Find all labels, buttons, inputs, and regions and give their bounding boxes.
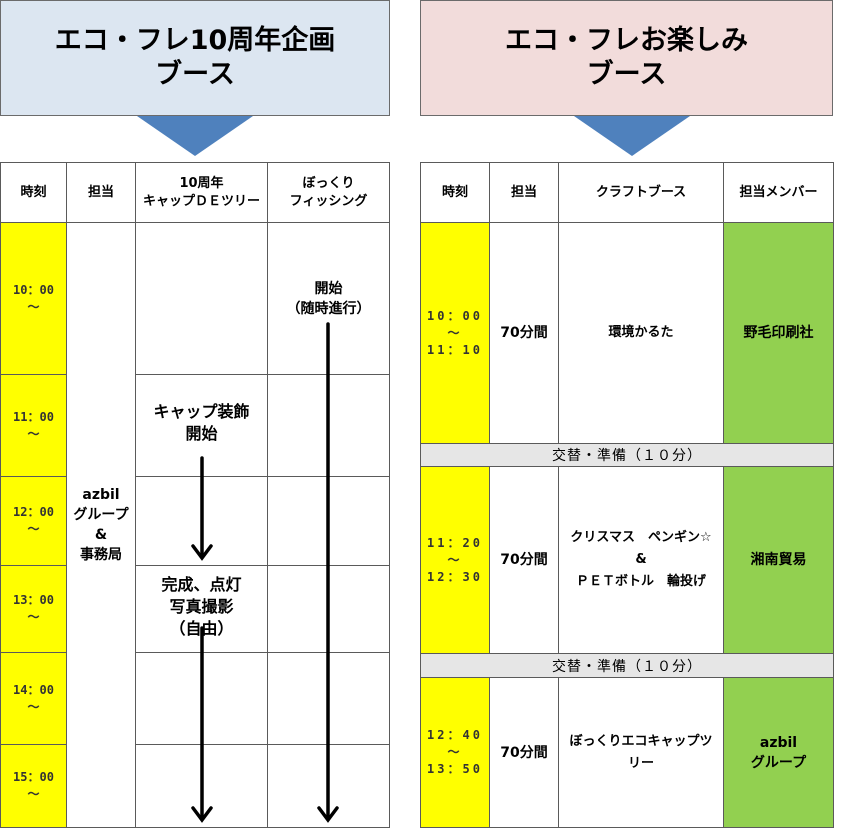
left-time-tilde: ～ [27, 610, 40, 624]
session-member-line1: azbil [759, 734, 798, 751]
left-time-tilde: ～ [27, 699, 40, 714]
session-duration-text: 70分間 [500, 744, 548, 761]
session-tilde: ～ [447, 745, 463, 759]
session-time: 12：40 ～ 13：50 [420, 677, 490, 828]
session-craft: ぼっくりエコキャップツ リー [558, 677, 724, 828]
right-header-time: 時刻 [420, 162, 490, 223]
session-start: 10：00 [427, 308, 483, 323]
session-craft: 環境かるた [558, 222, 724, 444]
session-tilde: ～ [447, 552, 463, 567]
left-time-slot: 13：00 ～ [0, 565, 67, 653]
session-start: 12：40 [427, 728, 483, 742]
session-craft-line2: & [635, 552, 647, 567]
right-title-line1: エコ・フレお楽しみ [505, 25, 748, 56]
tree-event-complete-line1: 完成、点灯 [161, 575, 242, 594]
fishing-arrow-head [317, 806, 339, 823]
session-craft: クリスマス ペンギン☆ & ＰＥＴボトル 輪投げ [558, 466, 724, 654]
left-time-slot: 14：00 ～ [0, 652, 67, 745]
left-header-tree-line1: 10周年 [179, 175, 224, 191]
left-time-text: 13：00 [13, 593, 54, 607]
left-staff-line4: 事務局 [80, 547, 122, 563]
left-time-tilde: ～ [27, 299, 40, 314]
left-header-fishing: ぼっくり フィッシング [267, 162, 390, 223]
session-member-line1: 野毛印刷社 [743, 325, 814, 341]
left-time-tilde: ～ [27, 426, 40, 441]
left-time-text: 10：00 [13, 282, 54, 297]
fishing-event-line1: 開始 [314, 281, 343, 297]
session-member: 野毛印刷社 [723, 222, 834, 444]
tree-arrow-head-1 [191, 544, 213, 561]
left-time-tilde: ～ [27, 522, 40, 536]
session-craft-line1: クリスマス ペンギン☆ [570, 530, 712, 545]
session-duration-text: 70分間 [500, 325, 548, 341]
session-craft-line1: 環境かるた [608, 325, 674, 340]
session-member-line1: 湘南貿易 [750, 552, 807, 568]
tree-arrow-head-2 [191, 806, 213, 823]
session-time: 10：00 ～ 11：10 [420, 222, 490, 444]
left-header-tree-line2: キャップＤＥツリー [142, 193, 260, 209]
right-header-time-label: 時刻 [441, 184, 468, 200]
left-header-staff-label: 担当 [87, 184, 114, 200]
session-start: 11：20 [427, 535, 483, 550]
left-time-text: 11：00 [13, 409, 54, 424]
fishing-event-line2: （随時進行） [286, 301, 371, 317]
session-craft-line2: リー [627, 755, 654, 771]
tree-event-start: キャップ装飾 開始 [136, 398, 267, 448]
left-time-slot: 15：00 ～ [0, 744, 67, 828]
session-member: 湘南貿易 [723, 466, 834, 654]
left-header-fishing-line1: ぼっくり [302, 175, 355, 191]
session-end: 13：50 [427, 762, 483, 776]
session-end: 11：10 [427, 342, 483, 357]
session-member: azbil グループ [723, 677, 834, 828]
left-time-slot: 11：00 ～ [0, 374, 67, 477]
left-time-slot: 12：00 ～ [0, 476, 67, 566]
right-header-member-label: 担当メンバー [739, 184, 818, 200]
session-duration-text: 70分間 [500, 552, 548, 568]
session-craft-line3: ＰＥＴボトル 輪投げ [575, 574, 706, 589]
session-duration: 70分間 [489, 222, 559, 444]
left-staff-line3: & [94, 527, 108, 543]
right-booth-title: エコ・フレお楽しみ ブース [420, 0, 833, 116]
tree-event-start-line1: キャップ装飾 [153, 402, 250, 421]
right-header-member: 担当メンバー [723, 162, 834, 223]
session-tilde: ～ [447, 325, 463, 340]
right-header-craft-label: クラフトブース [595, 184, 687, 200]
session-duration: 70分間 [489, 466, 559, 654]
left-header-fishing-line2: フィッシング [289, 193, 368, 209]
right-header-craft: クラフトブース [558, 162, 724, 223]
left-time-tilde: ～ [27, 787, 40, 801]
left-time-text: 15：00 [13, 770, 54, 784]
fishing-event-start: 開始 （随時進行） [268, 276, 389, 322]
left-staff-line2: グループ [73, 507, 129, 523]
left-header-time-label: 時刻 [20, 184, 47, 200]
break-label: 交替・準備（１０分） [552, 658, 702, 675]
left-header-tree: 10周年 キャップＤＥツリー [135, 162, 268, 223]
left-staff-line1: azbil [82, 487, 120, 503]
left-title-line2: ブース [155, 59, 235, 90]
left-booth-title: エコ・フレ10周年企画 ブース [0, 0, 390, 116]
left-time-slot: 10：00 ～ [0, 222, 67, 375]
left-time-text: 12：00 [13, 505, 54, 519]
break-label: 交替・準備（１０分） [552, 448, 702, 464]
session-time: 11：20 ～ 12：30 [420, 466, 490, 654]
left-down-arrow-icon [137, 116, 253, 156]
right-header-staff-label: 担当 [510, 184, 537, 200]
right-header-staff: 担当 [489, 162, 559, 223]
left-title-line1: エコ・フレ10周年企画 [54, 25, 336, 56]
session-duration: 70分間 [489, 677, 559, 828]
tree-event-start-line2: 開始 [185, 424, 218, 443]
right-down-arrow-icon [574, 116, 690, 156]
session-craft-line1: ぼっくりエコキャップツ [569, 733, 713, 749]
session-end: 12：30 [427, 569, 483, 584]
tree-event-complete-line2: 写真撮影 [169, 597, 234, 616]
right-title-line2: ブース [586, 59, 667, 90]
session-member-line2: グループ [750, 754, 807, 771]
break-row: 交替・準備（１０分） [420, 653, 834, 678]
left-time-text: 14：00 [13, 682, 54, 697]
break-row: 交替・準備（１０分） [420, 443, 834, 467]
